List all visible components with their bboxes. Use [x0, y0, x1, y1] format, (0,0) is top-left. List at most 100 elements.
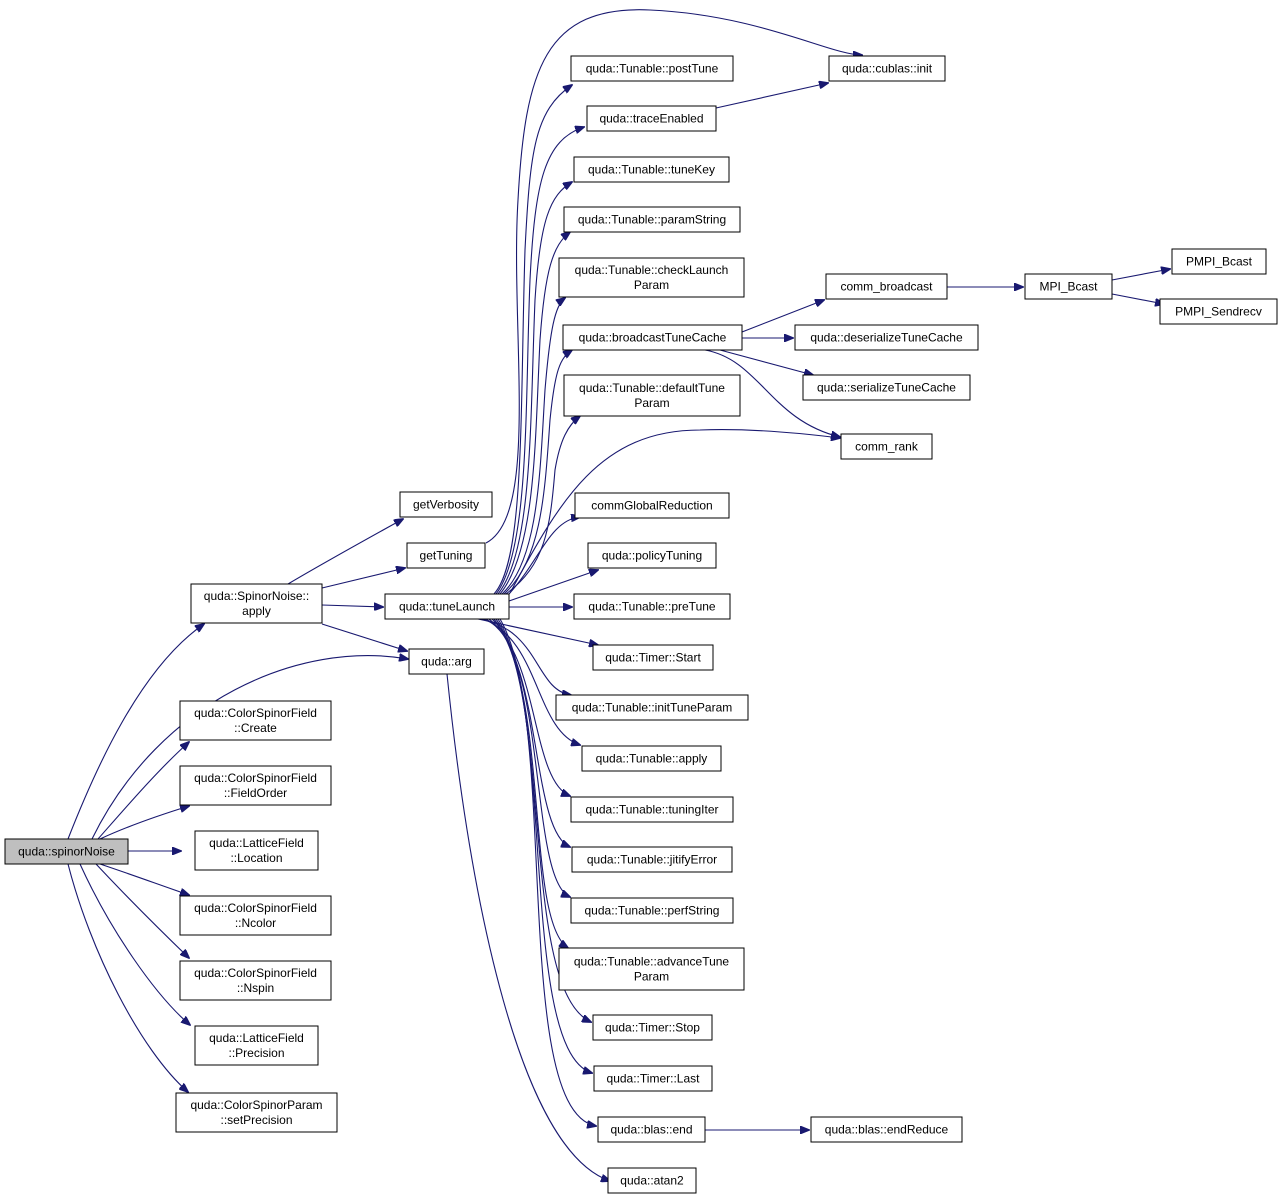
call-edge — [485, 9, 862, 544]
call-edge — [1111, 269, 1170, 281]
node-timer-stop[interactable]: quda::Timer::Stop — [592, 1014, 713, 1041]
node-box — [558, 947, 745, 991]
node-label: quda::Tunable::checkLaunch — [575, 263, 729, 277]
node-label: quda::traceEnabled — [599, 112, 703, 126]
node-field-order[interactable]: quda::ColorSpinorField::FieldOrder — [179, 765, 332, 806]
node-tune-launch[interactable]: quda::tuneLaunch — [384, 593, 510, 620]
node-box — [399, 491, 493, 518]
node-deserialize[interactable]: quda::deserializeTuneCache — [794, 324, 979, 351]
node-box — [573, 156, 730, 183]
node-label: PMPI_Bcast — [1186, 255, 1253, 269]
node-nspin[interactable]: quda::ColorSpinorField::Nspin — [179, 960, 332, 1001]
node-location[interactable]: quda::LatticeField::Location — [194, 830, 319, 871]
call-edge — [99, 863, 189, 895]
node-label: MPI_Bcast — [1039, 280, 1098, 294]
node-box — [810, 1116, 963, 1143]
node-mpi-bcast[interactable]: MPI_Bcast — [1024, 273, 1113, 300]
node-policy-tuning[interactable]: quda::policyTuning — [587, 542, 717, 569]
call-edge — [715, 83, 828, 109]
node-label: quda::spinorNoise — [18, 845, 115, 859]
node-blas-end[interactable]: quda::blas::end — [597, 1116, 706, 1143]
node-box — [1159, 298, 1278, 325]
node-label: quda::ColorSpinorField — [194, 771, 317, 785]
call-edge — [505, 416, 580, 595]
call-edge — [99, 806, 189, 840]
node-precision[interactable]: quda::LatticeField::Precision — [194, 1025, 319, 1066]
call-edge — [321, 568, 405, 589]
node-spinor-noise[interactable]: quda::spinorNoise — [4, 838, 129, 865]
node-comm-global[interactable]: commGlobalReduction — [574, 492, 730, 519]
node-label: quda::arg — [421, 655, 472, 669]
node-param-string[interactable]: quda::Tunable::paramString — [563, 206, 741, 233]
node-pmpi-bcast[interactable]: PMPI_Bcast — [1171, 248, 1267, 275]
call-edge — [79, 863, 190, 1025]
node-sn-apply[interactable]: quda::SpinorNoise::apply — [190, 583, 323, 624]
node-serialize[interactable]: quda::serializeTuneCache — [802, 374, 971, 401]
node-label: getVerbosity — [413, 498, 479, 512]
node-timer-last[interactable]: quda::Timer::Last — [593, 1065, 713, 1092]
node-label: quda::Tunable::defaultTune — [579, 381, 725, 395]
node-timer-start[interactable]: quda::Timer::Start — [592, 644, 714, 671]
node-trace-enabled[interactable]: quda::traceEnabled — [586, 105, 717, 132]
node-label: PMPI_Sendrecv — [1175, 305, 1262, 319]
call-edge — [91, 656, 408, 840]
call-edge — [321, 623, 407, 651]
node-label: quda::Timer::Stop — [605, 1021, 700, 1035]
call-edge — [499, 618, 596, 1126]
node-box — [825, 273, 948, 300]
node-box — [4, 838, 129, 865]
node-atan2[interactable]: quda::atan2 — [607, 1167, 697, 1194]
node-init-tune[interactable]: quda::Tunable::initTuneParam — [555, 694, 749, 721]
node-label: quda::Tunable::initTuneParam — [572, 701, 733, 715]
node-label: commGlobalReduction — [591, 499, 712, 513]
node-tunable-apply[interactable]: quda::Tunable::apply — [581, 745, 722, 772]
node-end-reduce[interactable]: quda::blas::endReduce — [810, 1116, 963, 1143]
call-edge — [97, 742, 189, 840]
call-edge — [741, 300, 824, 333]
node-post-tune[interactable]: quda::Tunable::postTune — [570, 55, 734, 82]
node-perf-string[interactable]: quda::Tunable::perfString — [570, 897, 734, 924]
node-tuning-iter[interactable]: quda::Tunable::tuningIter — [570, 796, 734, 823]
node-set-precision[interactable]: quda::ColorSpinorParam::setPrecision — [175, 1092, 338, 1133]
node-get-verbosity[interactable]: getVerbosity — [399, 491, 493, 518]
node-pre-tune[interactable]: quda::Tunable::preTune — [573, 593, 731, 620]
node-box — [586, 105, 717, 132]
node-label: quda::atan2 — [620, 1174, 684, 1188]
node-label: apply — [242, 604, 271, 618]
node-box — [1171, 248, 1267, 275]
node-box — [581, 745, 722, 772]
node-ncolor[interactable]: quda::ColorSpinorField::Ncolor — [179, 895, 332, 936]
node-label: quda::LatticeField — [209, 836, 304, 850]
node-cublas-init[interactable]: quda::cublas::init — [828, 55, 946, 82]
node-broadcast-t-c[interactable]: quda::broadcastTuneCache — [562, 324, 743, 351]
call-edge — [499, 232, 570, 595]
node-box — [190, 583, 323, 624]
node-arg[interactable]: quda::arg — [408, 648, 485, 675]
node-label: quda::Timer::Start — [605, 651, 701, 665]
node-label: quda::tuneLaunch — [399, 600, 495, 614]
node-box — [570, 796, 734, 823]
node-comm-broadcast[interactable]: comm_broadcast — [825, 273, 948, 300]
node-create[interactable]: quda::ColorSpinorField::Create — [179, 700, 332, 741]
call-edge — [497, 182, 572, 595]
node-tune-key[interactable]: quda::Tunable::tuneKey — [573, 156, 730, 183]
node-label: ::Precision — [228, 1046, 284, 1060]
node-label: quda::Tunable::jitifyError — [587, 853, 717, 867]
node-box — [570, 55, 734, 82]
call-edge — [67, 863, 188, 1092]
node-pmpi-sendrecv[interactable]: PMPI_Sendrecv — [1159, 298, 1278, 325]
call-edge — [446, 673, 610, 1181]
node-label: ::FieldOrder — [224, 786, 287, 800]
node-box — [408, 648, 485, 675]
node-jitify[interactable]: quda::Tunable::jitifyError — [571, 846, 733, 873]
call-edge — [67, 624, 204, 840]
call-edge — [488, 618, 570, 847]
node-label: quda::cublas::init — [842, 62, 933, 76]
node-get-tuning[interactable]: getTuning — [406, 542, 486, 569]
node-comm-rank[interactable]: comm_rank — [840, 433, 933, 460]
call-edge — [719, 349, 813, 375]
